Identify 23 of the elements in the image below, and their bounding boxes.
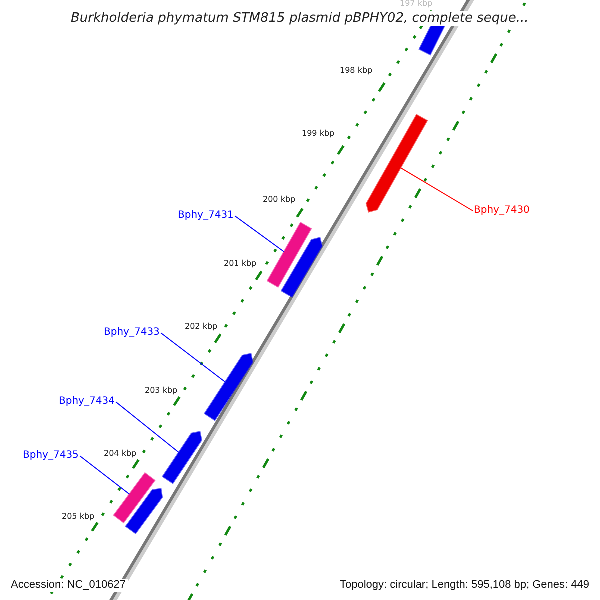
gene-feature: [266, 222, 312, 288]
scale-label: 204 kbp: [104, 450, 137, 458]
scale-label: 203 kbp: [145, 387, 178, 395]
gene-label: Bphy_7434: [59, 397, 115, 407]
gene-feature: [204, 353, 254, 422]
gene-feature: [366, 114, 428, 213]
accession-number: Accession: NC_010627: [9, 579, 128, 592]
leader-line: [400, 167, 474, 212]
gene-label: Bphy_7430: [474, 206, 530, 216]
leader-line: [160, 332, 226, 383]
leader-line: [234, 216, 285, 253]
scale-label: 199 kbp: [302, 130, 335, 138]
scale-label: 198 kbp: [340, 67, 373, 75]
sequence-summary: Topology: circular; Length: 595,108 bp; Genes: 449: [338, 579, 592, 592]
gene-label: Bphy_7433: [104, 328, 160, 338]
leader-line: [115, 402, 180, 454]
gene-feature: [113, 472, 156, 524]
gene-label: Bphy_7435: [23, 451, 79, 461]
gene-label: Bphy_7431: [178, 211, 234, 221]
scale-label: 201 kbp: [224, 260, 257, 268]
scale-label: 197 kbp: [400, 0, 433, 8]
leader-line: [79, 456, 130, 495]
gene-feature: [162, 431, 202, 484]
